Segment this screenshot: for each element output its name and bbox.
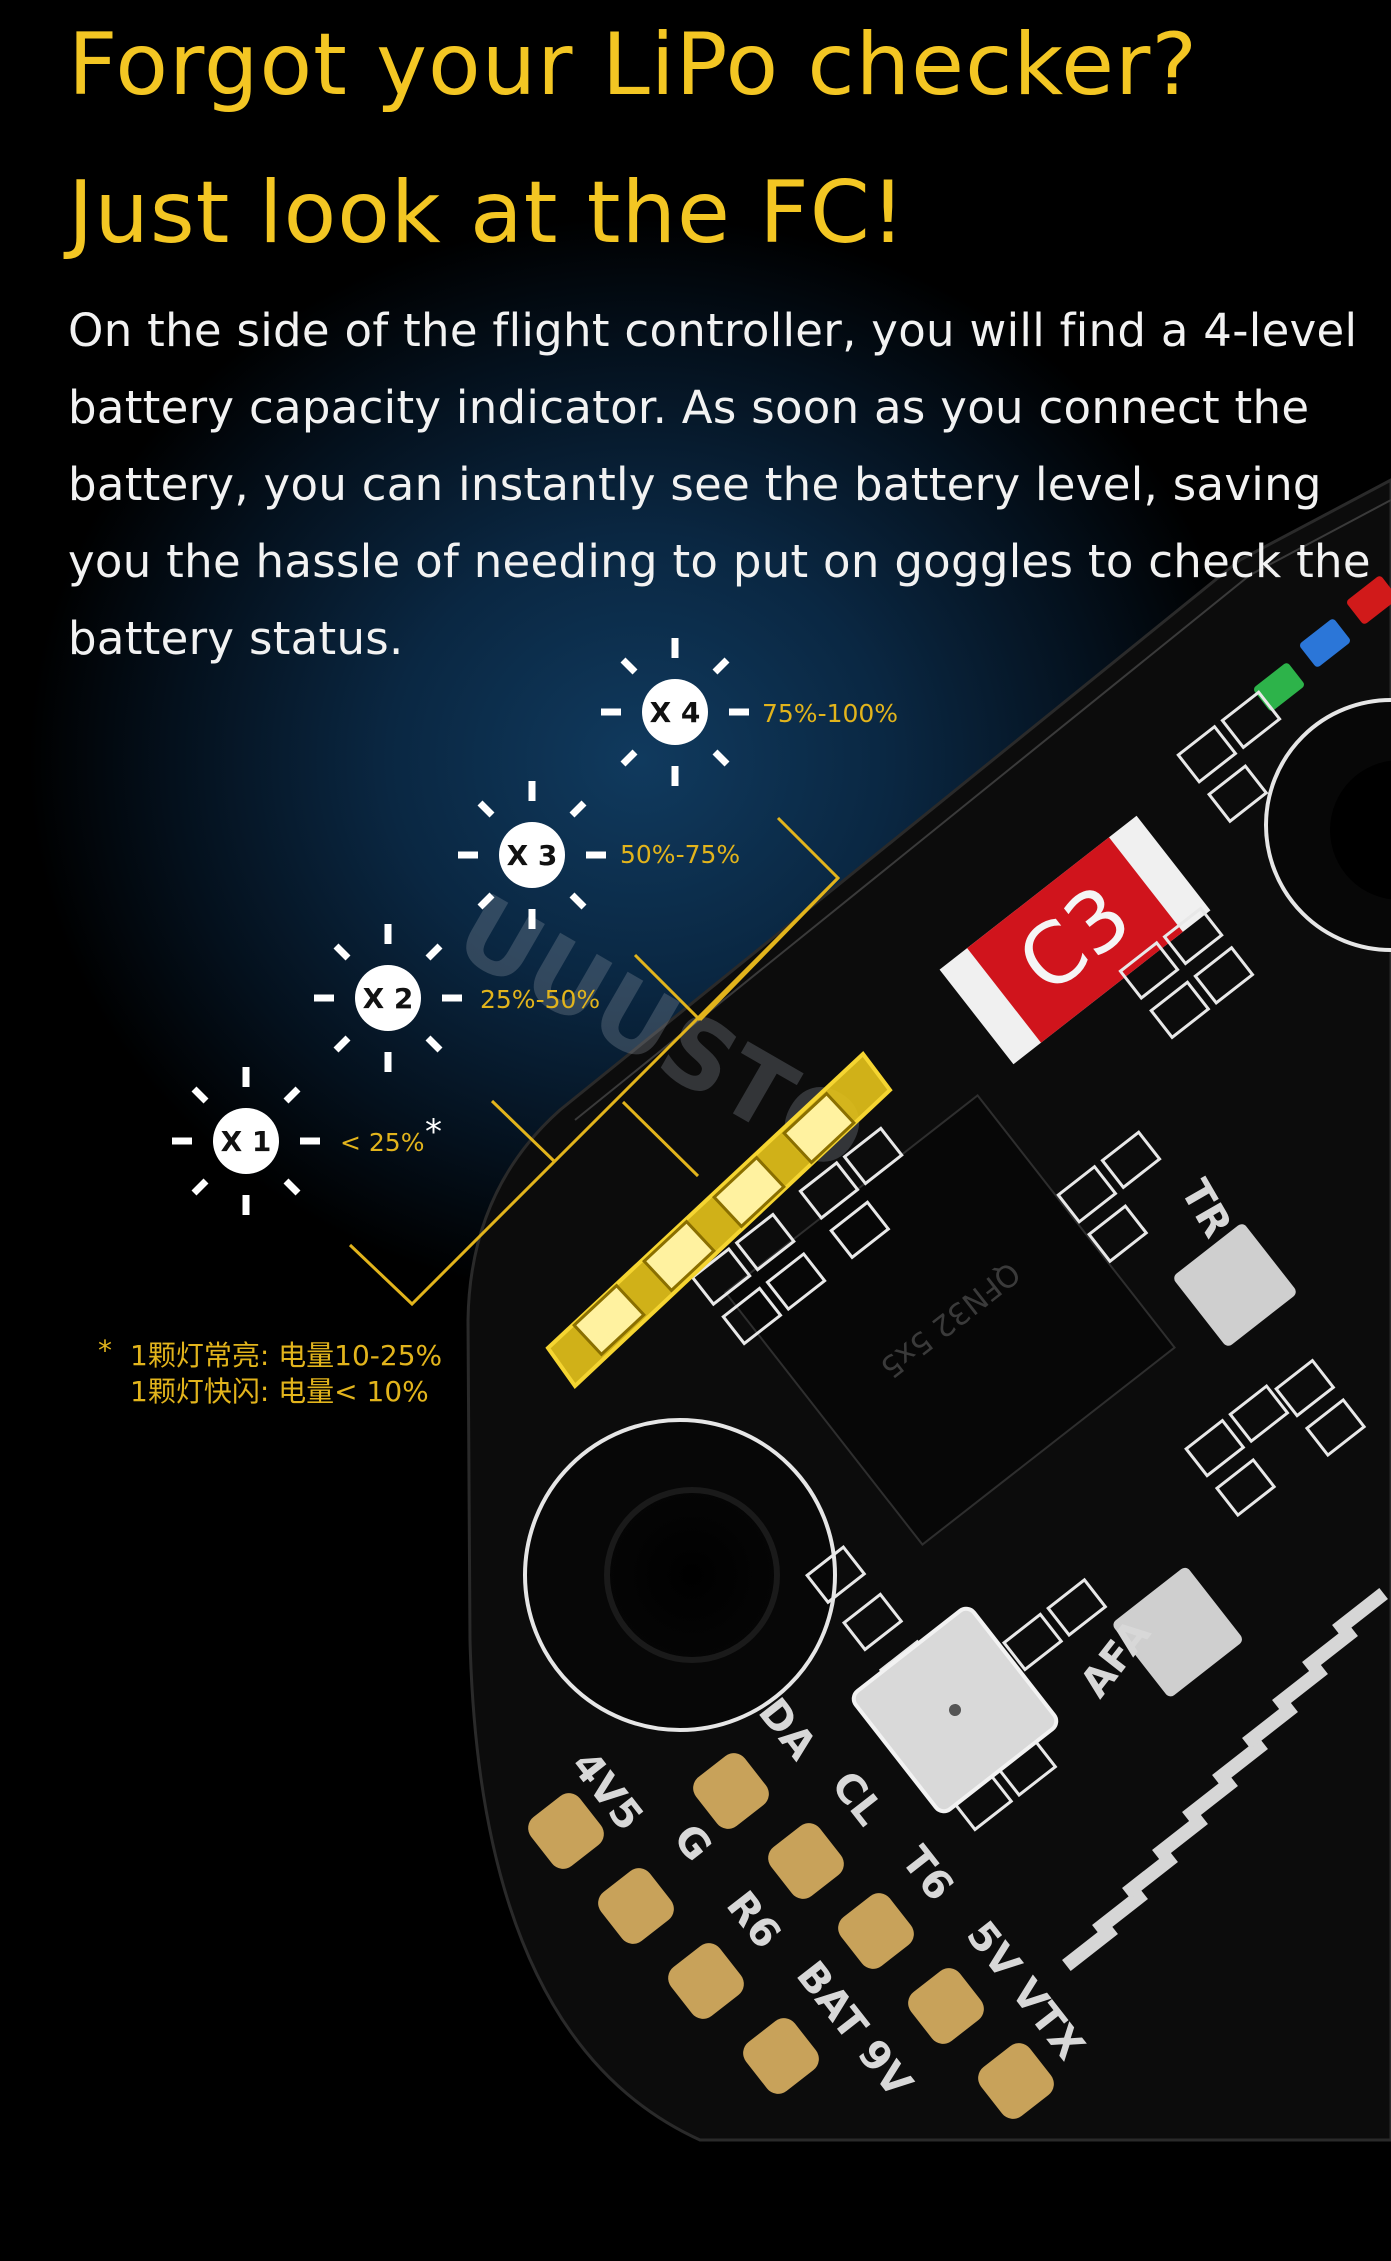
level-range-x3: 50%-75%	[620, 840, 740, 869]
level-range-x2: 25%-50%	[480, 985, 600, 1014]
battery-led-strip	[545, 1051, 893, 1390]
level-badge-x4: X 4	[650, 696, 701, 729]
level-range-x4: 75%-100%	[762, 699, 898, 728]
level-x2: X 2	[314, 924, 462, 1072]
footnote-line-1: 1颗灯常亮: 电量10-25%	[130, 1339, 443, 1372]
headline-line-2: Just look at the FC!	[68, 163, 907, 263]
mcu-chip: QFN32 5x5	[724, 1094, 1176, 1546]
sensor-square	[1174, 1224, 1296, 1346]
barometer	[851, 1606, 1059, 1814]
level-brackets	[348, 816, 841, 1307]
footnote-marker: *	[98, 1334, 112, 1367]
level-x3: X 3	[458, 781, 606, 929]
level-badge-x3: X 3	[507, 839, 558, 872]
level-range-x1: < 25%	[340, 1128, 424, 1157]
status-leds	[1254, 576, 1391, 711]
level-badge-x2: X 2	[363, 982, 414, 1015]
level-x4: X 4	[601, 638, 749, 786]
mounting-hole-right	[1264, 698, 1391, 952]
mounting-hole-left	[523, 1418, 837, 1732]
level-badge-x1: X 1	[221, 1125, 272, 1158]
footnote-line-2: 1颗灯快闪: 电量< 10%	[130, 1375, 429, 1408]
edge-pins	[1062, 1588, 1388, 1971]
level-x1: X 1	[172, 1067, 320, 1215]
headline-line-1: Forgot your LiPo checker?	[68, 15, 1199, 115]
bracket-outer	[348, 816, 841, 1307]
description: On the side of the flight controller, yo…	[68, 304, 1371, 665]
solder-pads	[528, 1753, 1054, 2119]
sensor-square-2	[1113, 1567, 1242, 1697]
level-asterisk: *	[425, 1112, 442, 1152]
